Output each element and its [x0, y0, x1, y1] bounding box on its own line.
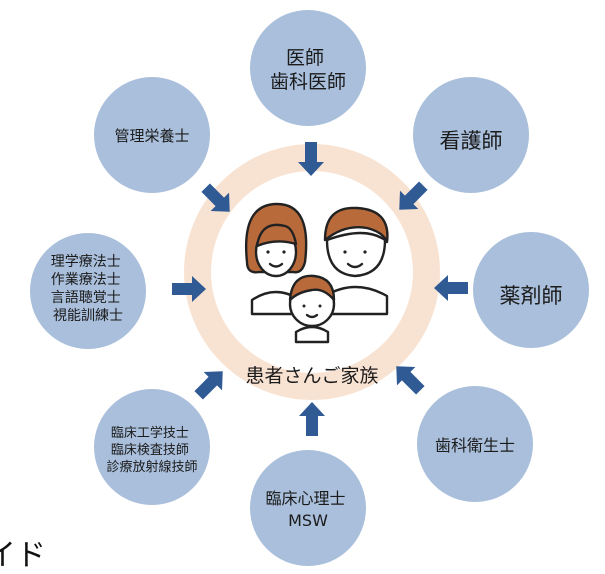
role-label-dietitian: 管理栄養士: [114, 127, 189, 145]
role-bubbles: [30, 10, 589, 566]
role-label-dental-hygienist: 歯科衛生士: [435, 436, 515, 455]
arrow-technicians: [194, 371, 223, 400]
role-bubble-pharmacist: [473, 232, 589, 348]
arrow-dietitian: [201, 183, 230, 212]
arrow-therapists: [172, 276, 206, 302]
arrow-nurse: [399, 181, 428, 210]
role-bubble-nurse: [413, 77, 529, 193]
arrows: [172, 142, 468, 436]
family-illustration: [245, 202, 389, 344]
role-label-doctor: 医師 歯科医師: [270, 47, 346, 93]
arrow-psychologist: [299, 402, 325, 436]
role-label-nurse: 看護師: [440, 129, 503, 153]
role-bubble-technicians: [94, 389, 210, 505]
arrow-doctor: [298, 142, 324, 176]
role-bubble-dietitian: [94, 77, 210, 193]
role-label-psychologist: 臨床心理士 MSW: [265, 489, 350, 530]
arrow-pharmacist: [434, 275, 468, 301]
role-bubble-doctor: [250, 10, 366, 126]
role-bubble-dental-hygienist: [417, 386, 533, 502]
cut-off-heading: イド: [0, 538, 46, 573]
role-label-therapists: 理学療法士 作業療法士 言語聴覚士 視能訓練士: [51, 253, 125, 324]
role-label-pharmacist: 薬剤師: [500, 284, 563, 308]
role-label-technicians: 臨床工学技士 臨床検査技師 診療放射線技師: [106, 425, 197, 475]
role-bubble-psychologist: [250, 450, 366, 566]
arrow-dental-hygienist: [396, 366, 425, 395]
role-labels: 医師 歯科医師 看護師 薬剤師 歯科衛生士 臨床心理士 MSW 臨床工学技士 臨…: [51, 47, 563, 530]
center-label: 患者さんご家族: [245, 365, 378, 387]
role-bubble-therapists: [30, 233, 146, 349]
